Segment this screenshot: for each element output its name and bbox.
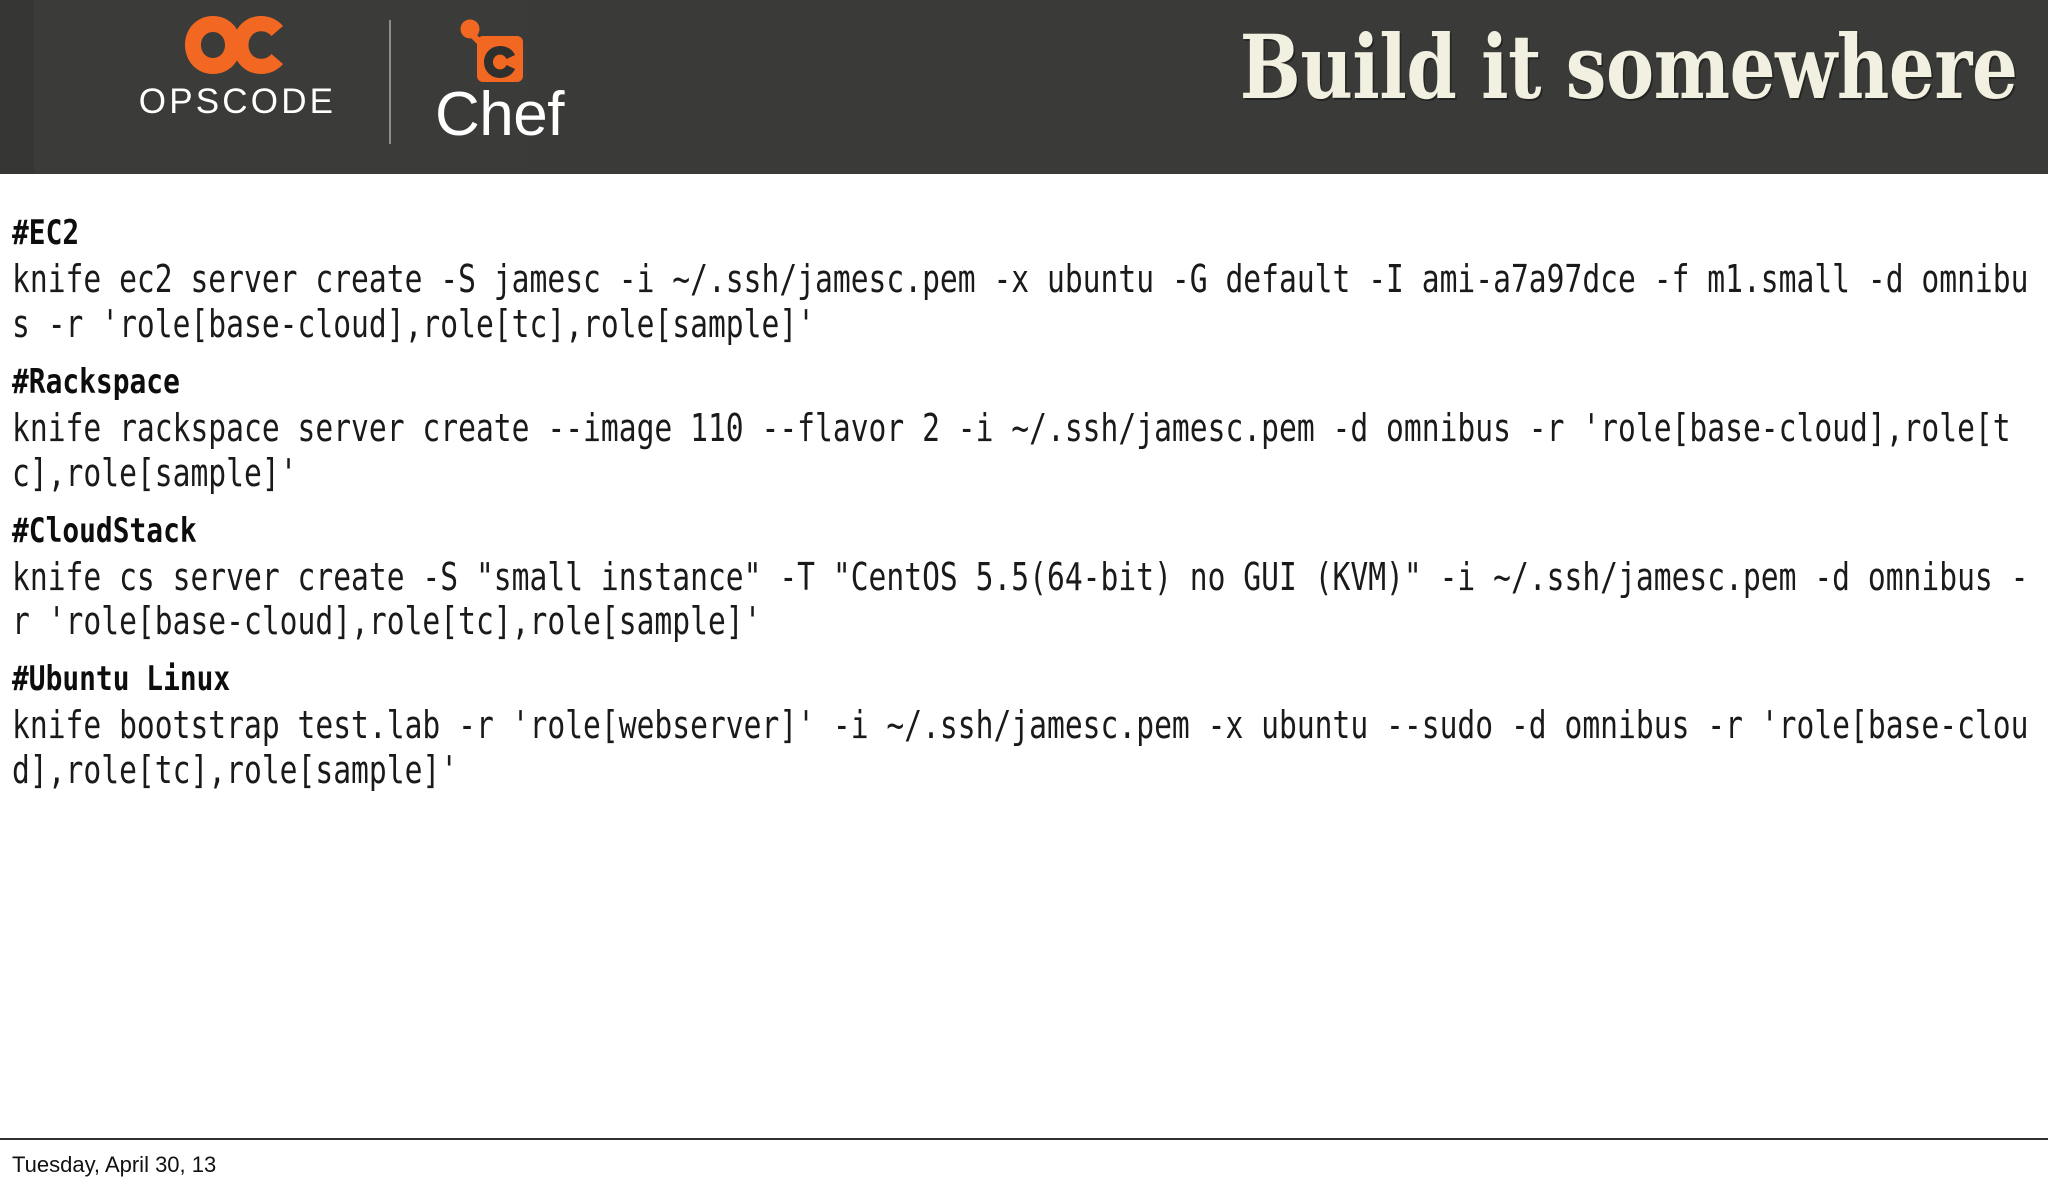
code-command-cloudstack: knife cs server create -S "small instanc… [12, 554, 2029, 644]
page-title: Build it somewhere [1240, 15, 2018, 119]
code-block-rackspace: #Rackspace knife rackspace server create… [12, 361, 2034, 496]
chef-logo: Chef [435, 14, 564, 146]
code-heading-ec2: #EC2 [12, 213, 80, 253]
header-shade-left [0, 0, 34, 174]
code-heading-cloudstack: #CloudStack [12, 510, 197, 551]
opscode-wordmark: OPSCODE [138, 82, 337, 121]
brand-lockup: OPSCODE Chef [130, 14, 564, 146]
slide-body: #EC2 knife ec2 server create -S jamesc -… [0, 174, 2048, 1134]
opscode-logo: OPSCODE [130, 14, 345, 119]
footer-divider [0, 1138, 2048, 1140]
slide-header: OPSCODE Chef Build it somewhere [0, 0, 2048, 174]
code-command-rackspace: knife rackspace server create --image 11… [12, 405, 2011, 495]
code-heading-ubuntu-linux: #Ubuntu Linux [12, 659, 231, 700]
code-command-ubuntu-linux: knife bootstrap test.lab -r 'role[webser… [12, 703, 2029, 793]
footer-date: Tuesday, April 30, 13 [12, 1152, 217, 1177]
code-block-ubuntu-linux: #Ubuntu Linux knife bootstrap test.lab -… [12, 660, 2034, 793]
chef-wordmark: Chef [435, 80, 564, 149]
opscode-oc-mark [184, 16, 283, 74]
chef-c-mark [460, 19, 523, 82]
code-heading-rackspace: #Rackspace [12, 361, 180, 402]
code-block-ec2: #EC2 knife ec2 server create -S jamesc -… [12, 213, 2034, 347]
code-block-cloudstack: #CloudStack knife cs server create -S "s… [12, 510, 2034, 645]
code-command-ec2: knife ec2 server create -S jamesc -i ~/.… [12, 257, 2029, 346]
header-shade-right [528, 0, 2048, 174]
brand-divider [389, 20, 391, 144]
